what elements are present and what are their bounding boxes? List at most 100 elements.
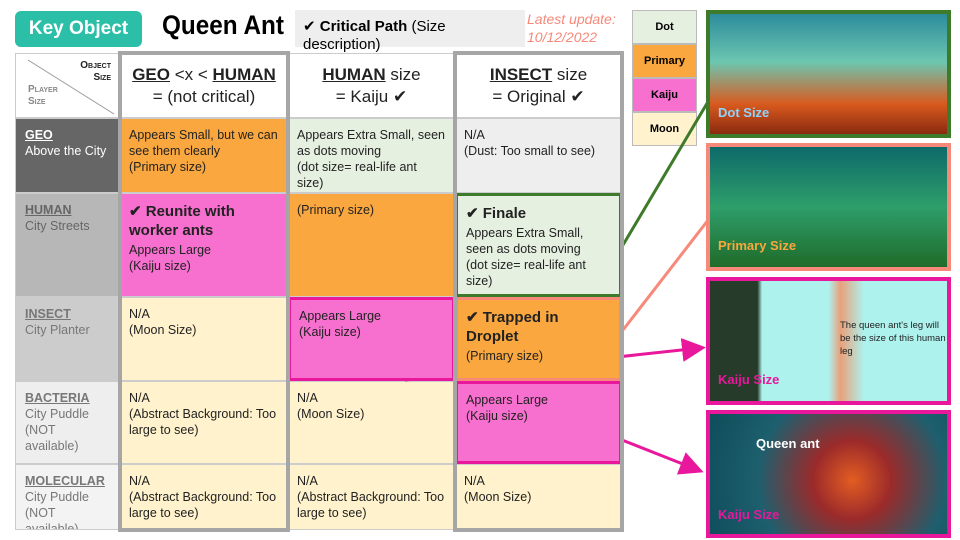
cell-text: N/A xyxy=(297,474,318,488)
reference-image: Dot Size xyxy=(706,10,951,138)
cell-text: (Moon Size) xyxy=(464,490,532,504)
row-header: MOLECULAR City Puddle (NOT available) xyxy=(15,464,120,530)
table-cell: ✔ Trapped in Droplet (Primary size) xyxy=(455,297,622,381)
image-caption: Kaiju Size xyxy=(718,507,780,522)
table-cell: N/A (Dust: Too small to see) xyxy=(455,118,622,193)
column-header-mid: size xyxy=(552,65,588,84)
image-caption: Dot Size xyxy=(718,105,770,120)
column-header-term: INSECT xyxy=(489,65,553,84)
column-header-mid: <x < xyxy=(169,65,213,84)
cell-text: (Primary size) xyxy=(466,349,544,363)
table-cell: N/A (Moon Size) xyxy=(120,297,288,381)
reference-image: Kaiju Size The queen ant's leg will be th… xyxy=(706,277,951,405)
critical-path-label: Critical Path xyxy=(319,18,408,35)
row-header: BACTERIA City Puddle (NOT available) xyxy=(15,381,120,464)
cell-text: Appears Extra Small, seen as dots moving xyxy=(466,226,584,256)
cell-text: Appears Small, but we can see them clear… xyxy=(129,128,278,158)
row-header-name: GEO xyxy=(25,128,53,142)
row-header: GEO Above the City xyxy=(15,118,120,193)
cell-text: N/A xyxy=(129,307,150,321)
row-header-name: MOLECULAR xyxy=(25,474,105,488)
table-cell: N/A (Abstract Background: Too large to se… xyxy=(120,464,288,530)
cell-text: N/A xyxy=(129,391,150,405)
cell-text: (Kaiju size) xyxy=(466,409,528,423)
image-note: The queen ant's leg will be the size of … xyxy=(840,320,946,357)
check-icon: ✔ xyxy=(303,18,316,35)
cell-text: (Kaiju size) xyxy=(129,259,191,273)
row-header-sub: City Streets xyxy=(25,219,90,233)
column-header-line1: HUMAN size xyxy=(297,64,446,86)
column-header-term: HUMAN xyxy=(322,65,386,84)
cell-text: (Abstract Background: Too large to see) xyxy=(129,490,277,520)
cell-text: Appears Large xyxy=(466,393,549,407)
cell-text: (Primary size) xyxy=(297,203,375,217)
critical-path-desc: (Size description) xyxy=(303,18,446,53)
row-header-name: INSECT xyxy=(25,307,71,321)
cell-title: ✔ Trapped in Droplet xyxy=(466,309,559,345)
image-note: Queen ant xyxy=(756,436,820,451)
cell-text: (dot size= real-life ant size) xyxy=(297,160,417,190)
column-header-line1: INSECT size xyxy=(464,64,613,86)
corner-object-size: Object Size xyxy=(80,60,111,83)
column-header-mid: size xyxy=(385,65,421,84)
legend-item-primary: Primary xyxy=(632,44,697,78)
page-title: Queen Ant xyxy=(162,10,284,40)
row-header-sub: (NOT available) xyxy=(25,423,79,453)
cell-text: Appears Extra Small, seen as dots moving xyxy=(297,128,445,158)
cell-text: N/A xyxy=(464,474,485,488)
cell-text: N/A xyxy=(464,128,485,142)
cell-text: (Dust: Too small to see) xyxy=(464,144,596,158)
cell-text: (Moon Size) xyxy=(297,407,365,421)
table-cell: Appears Extra Small, seen as dots moving… xyxy=(288,118,455,193)
table-cell: Appears Large (Kaiju size) xyxy=(455,381,622,464)
table-cell: Appears Small, but we can see them clear… xyxy=(120,118,288,193)
cell-title: ✔ Finale xyxy=(466,205,527,222)
reference-image: Primary Size xyxy=(706,143,951,271)
legend-item-moon: Moon xyxy=(632,112,697,146)
image-caption: Kaiju Size xyxy=(718,372,780,387)
column-header-line1: GEO <x < HUMAN xyxy=(129,64,279,86)
table-cell: N/A (Abstract Background: Too large to se… xyxy=(288,464,455,530)
column-header: HUMAN size= Kaiju ✔ xyxy=(288,53,455,118)
cell-text: N/A xyxy=(129,474,150,488)
row-header-sub: City Puddle xyxy=(25,490,89,504)
table-cell: N/A (Abstract Background: Too large to se… xyxy=(120,381,288,464)
cell-text: (Primary size) xyxy=(129,160,207,174)
table-cell: Appears Large (Kaiju size) xyxy=(288,297,455,381)
arrow-droplet xyxy=(621,214,714,331)
cell-text: (Moon Size) xyxy=(129,323,197,337)
table-cell: N/A (Moon Size) xyxy=(288,381,455,464)
legend-item-dot: Dot xyxy=(632,10,697,44)
row-header: INSECT City Planter xyxy=(15,297,120,381)
row-header-sub: City Puddle xyxy=(25,407,89,421)
row-header-sub: (NOT available) xyxy=(25,506,79,530)
column-header-term: GEO xyxy=(132,65,170,84)
cell-text: (Abstract Background: Too large to see) xyxy=(297,490,445,520)
table-cell: (Primary size) xyxy=(288,193,455,297)
latest-update: Latest update: 10/12/2022 xyxy=(527,11,616,45)
arrow-kaiju-2 xyxy=(621,438,704,475)
corner-player-size: Player Size xyxy=(28,84,58,107)
row-header-sub: Above the City xyxy=(25,144,107,158)
legend-item-kaiju: Kaiju xyxy=(632,78,697,112)
row-header-sub: City Planter xyxy=(25,323,90,337)
cell-title: ✔ Reunite with worker ants xyxy=(129,203,235,239)
cell-text: (Kaiju size) xyxy=(299,325,361,339)
column-header-line2: = Original ✔ xyxy=(492,87,585,106)
cell-text: (Abstract Background: Too large to see) xyxy=(129,407,277,437)
reference-image: Kaiju Size Queen ant xyxy=(706,410,951,538)
column-header-line2: = Kaiju ✔ xyxy=(335,87,408,106)
column-header-term: HUMAN xyxy=(212,65,276,84)
cell-text: N/A xyxy=(297,391,318,405)
row-header-name: BACTERIA xyxy=(25,391,90,405)
critical-path-note: ✔ Critical Path (Size description) xyxy=(295,10,525,53)
table-cell: N/A (Moon Size) xyxy=(455,464,622,530)
cell-text: Appears Large xyxy=(129,243,212,257)
cell-text: Appears Large xyxy=(299,309,382,323)
column-header: INSECT size= Original ✔ xyxy=(455,53,622,118)
column-header: GEO <x < HUMAN= (not critical) xyxy=(120,53,288,118)
